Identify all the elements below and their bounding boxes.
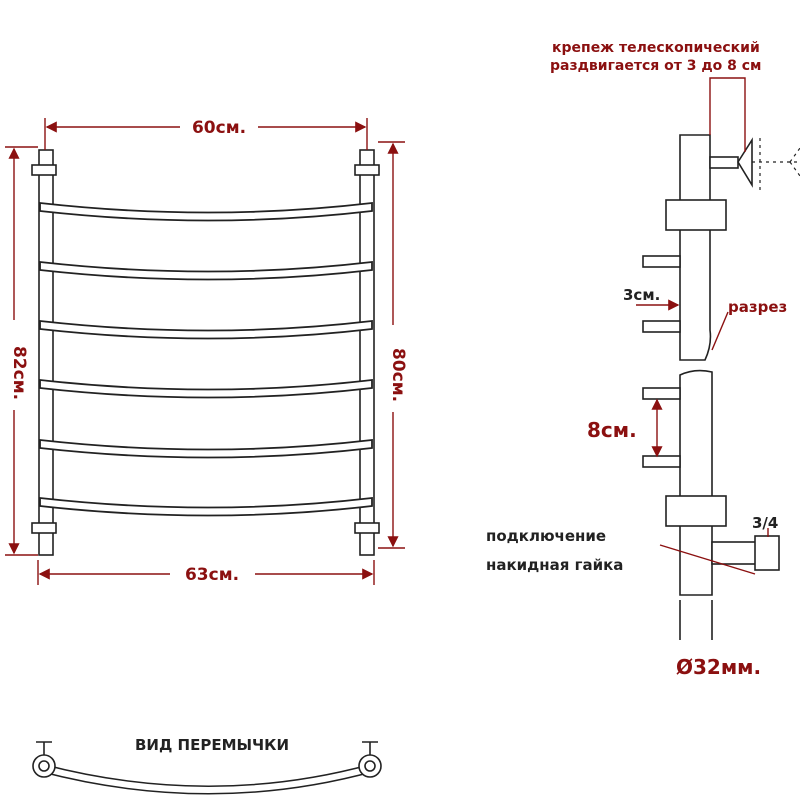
jumper-view-title: ВИД ПЕРЕМЫЧКИ <box>135 736 289 754</box>
connection-fitting <box>754 535 780 571</box>
connection-nut <box>711 541 758 565</box>
side-post-upper <box>679 134 712 361</box>
width-bottom-label: 63см. <box>185 565 239 585</box>
thread-label: 3/4 <box>752 514 778 532</box>
connection-label-line2: накидная гайка <box>486 556 623 574</box>
height-left-label: 82см. <box>9 346 29 400</box>
upper-clamp <box>665 199 727 231</box>
width-top-label: 60см. <box>192 118 246 138</box>
gap-label: 3см. <box>623 286 660 304</box>
mount-label-line1: крепеж телескопический <box>552 40 760 56</box>
diameter-label: Ø32мм. <box>676 655 761 679</box>
mount-label-line2: раздвигается от 3 до 8 см <box>550 58 762 74</box>
mount-rod <box>709 156 739 169</box>
rung <box>39 438 373 459</box>
rung-stub <box>642 320 681 333</box>
jumper-view <box>32 741 382 795</box>
front-dimensions <box>5 118 405 585</box>
top-left-bracket <box>31 164 57 176</box>
lower-clamp <box>665 495 727 527</box>
connection-label-line1: подключение <box>486 527 606 545</box>
side-dimensions <box>636 77 769 575</box>
front-view <box>31 149 380 556</box>
rungs <box>39 201 373 517</box>
rung-stub <box>642 387 681 400</box>
wall-plug <box>752 138 800 190</box>
rung <box>39 260 373 281</box>
rung-stub <box>642 455 681 468</box>
cut-label: разрез <box>728 298 787 316</box>
rung <box>39 378 373 399</box>
height-right-label: 80см. <box>388 348 408 402</box>
top-right-bracket <box>354 164 380 176</box>
side-post-lower <box>679 369 713 596</box>
rung-spacing-label: 8см. <box>587 418 637 442</box>
side-view <box>642 134 780 640</box>
rung-stub <box>642 255 681 268</box>
rung <box>39 496 373 517</box>
bottom-left-bracket <box>31 522 57 534</box>
rung <box>39 201 373 222</box>
bottom-right-bracket <box>354 522 380 534</box>
rung <box>39 319 373 340</box>
left-post <box>38 149 54 556</box>
